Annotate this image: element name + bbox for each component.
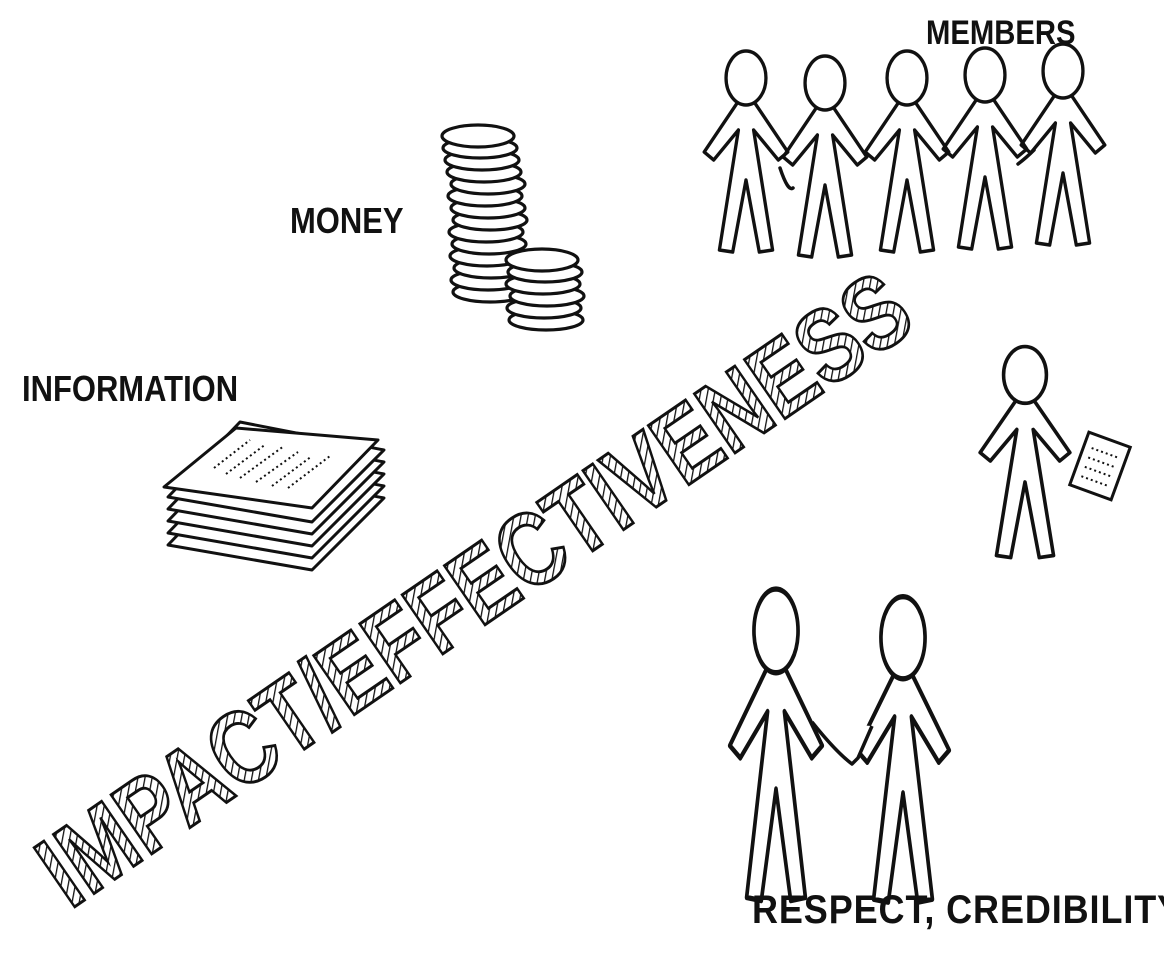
impact-effectiveness-banner: IMPACT/EFFECTIVENESS <box>16 248 934 930</box>
person-with-document-icon <box>978 344 1133 560</box>
handshake-icon <box>730 589 949 902</box>
banner-text: IMPACT/EFFECTIVENESS <box>17 250 932 929</box>
respect-credibility-label: RESPECT, CREDIBILITY <box>752 888 1164 932</box>
paper-stack-icon <box>162 420 386 572</box>
money-label: MONEY <box>290 200 404 241</box>
information-label: INFORMATION <box>22 368 239 409</box>
members-icon <box>702 42 1107 259</box>
members-label: MEMBERS <box>926 14 1076 52</box>
coin-stacks-icon <box>440 123 586 332</box>
